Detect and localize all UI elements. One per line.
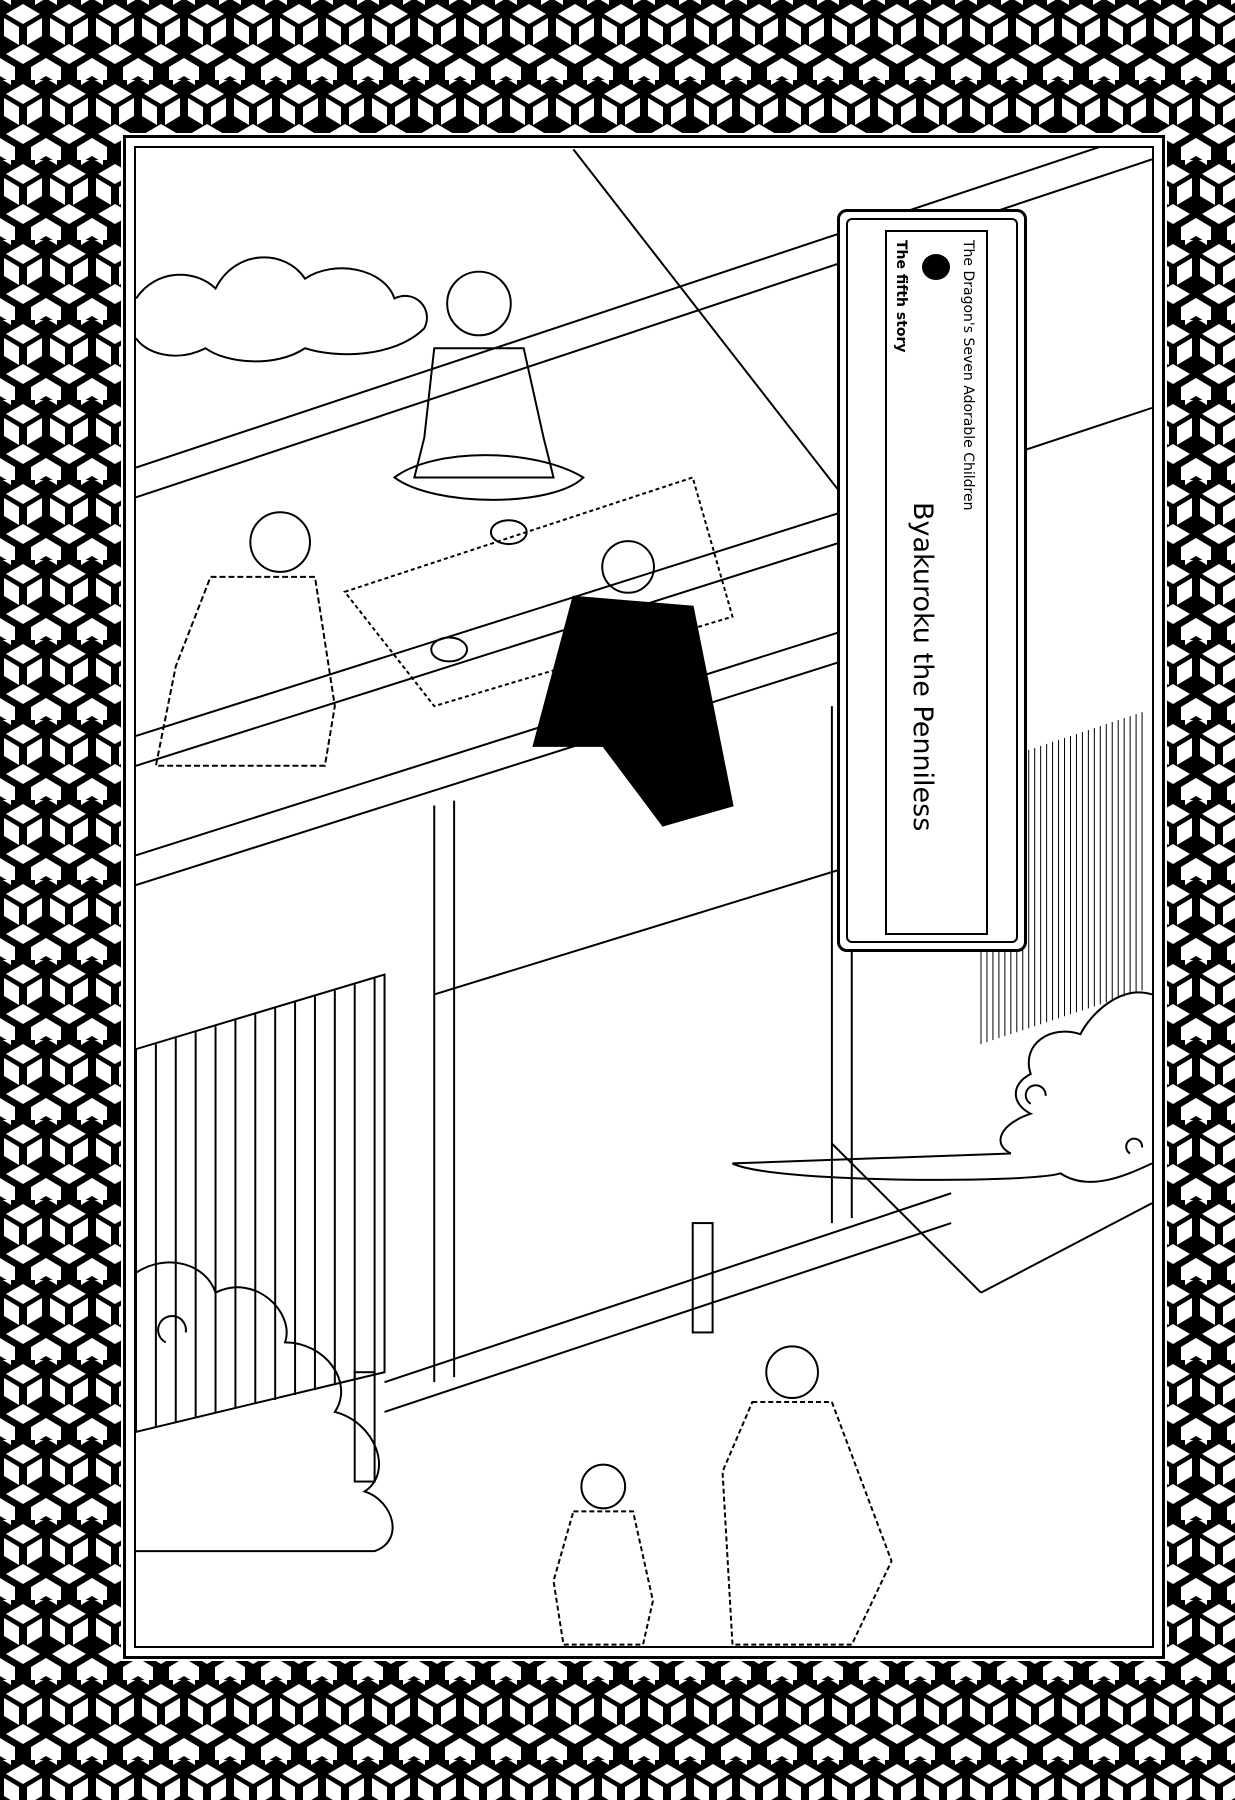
figure-woman <box>721 1345 893 1646</box>
figure-seated-left <box>154 511 336 767</box>
bowls <box>430 519 528 663</box>
title-plate: The Dragon's Seven Adorable Children The… <box>837 209 1027 952</box>
building-lines <box>136 148 1152 1483</box>
manga-illustration <box>136 148 1152 1646</box>
cloud-bottom-left <box>136 1261 394 1553</box>
figure-dark-robe <box>532 540 734 827</box>
cloud-right <box>732 991 1152 1183</box>
story-number: The fifth story <box>893 240 909 353</box>
figure-child <box>552 1463 654 1646</box>
title-box: The Dragon's Seven Adorable Children The… <box>885 230 988 935</box>
figure-seated-top <box>392 270 585 501</box>
straw-mat <box>343 476 734 708</box>
cloud-top-left <box>136 256 428 363</box>
illustration-panel: The Dragon's Seven Adorable Children The… <box>121 133 1167 1661</box>
series-title: The Dragon's Seven Adorable Children <box>960 240 976 511</box>
lattice-screen <box>136 973 386 1433</box>
story-title: Byakuroku the Penniless <box>907 502 938 832</box>
bullet-dot-icon <box>922 254 950 280</box>
